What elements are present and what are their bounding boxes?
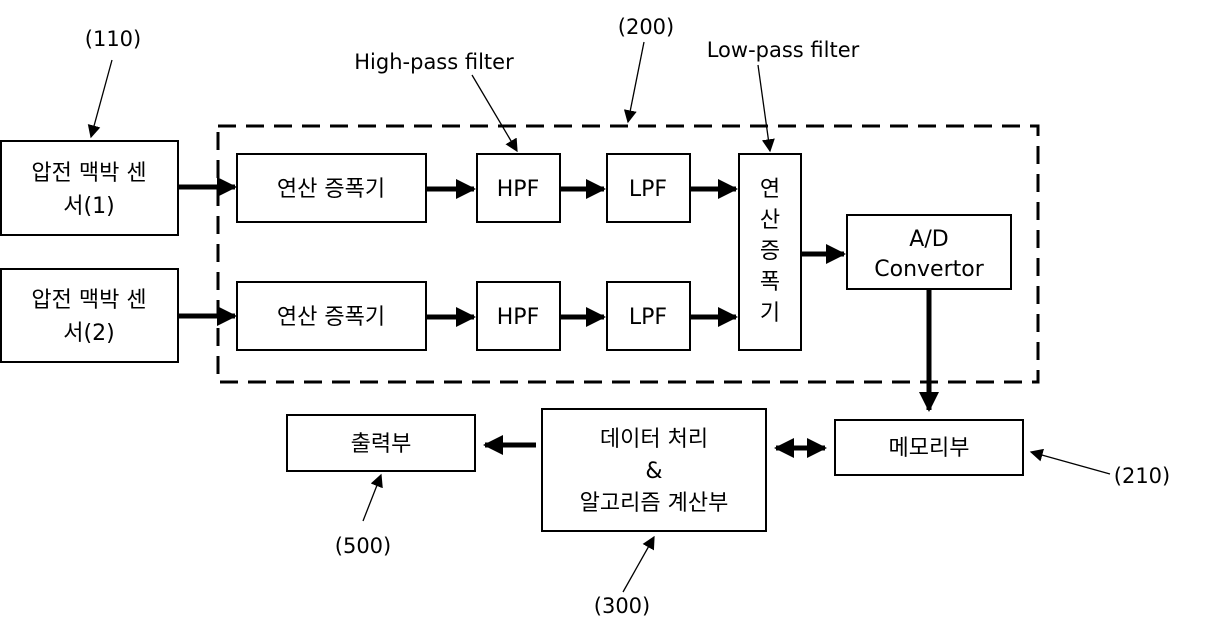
sensor-1-label-line1: 압전 맥박 센 [31,161,146,186]
output-label: 출력부 [351,432,412,457]
leader-300 [623,537,654,592]
sensor-1-label-line2: 서(1) [63,194,114,219]
op-amp-combined-char-5: 기 [760,301,780,326]
leader-low-pass [758,65,770,151]
processor-label-line1: 데이터 처리 [600,427,708,452]
ref-210-label: (210) [1114,464,1170,488]
hpf-2-label: HPF [497,305,539,330]
memory-label: 메모리부 [889,436,970,461]
ref-300-label: (300) [594,594,650,618]
ref-500-label: (500) [335,534,391,558]
ad-converter-label-line2: Convertor [874,257,984,282]
ad-converter-label-line1: A/D [909,227,948,252]
op-amp-1-label: 연산 증폭기 [277,177,385,202]
sensor-2-label-line2: 서(2) [63,321,114,346]
leader-500 [363,475,381,521]
sensor-2-label-line1: 압전 맥박 센 [31,288,146,313]
processor-label-line3: 알고리즘 계산부 [580,491,729,516]
low-pass-filter-annotation: Low-pass filter [707,38,860,62]
leader-200 [628,42,644,122]
op-amp-combined-char-4: 폭 [760,270,780,295]
leader-110 [91,60,112,137]
ref-200-label: (200) [618,15,674,39]
sensor-1-box [1,141,178,235]
lpf-1-label: LPF [629,177,667,202]
leader-high-pass [472,75,517,151]
op-amp-2-label: 연산 증폭기 [277,305,385,330]
processor-label-line2: & [645,459,662,484]
hpf-1-label: HPF [497,177,539,202]
leader-210 [1031,452,1110,474]
op-amp-combined-char-2: 산 [760,208,780,233]
lpf-2-label: LPF [629,305,667,330]
sensor-2-box [1,269,178,362]
op-amp-combined-char-1: 연 [760,177,780,202]
op-amp-combined-char-3: 증 [760,239,780,264]
high-pass-filter-annotation: High-pass filter [354,50,514,74]
ref-110-label: (110) [85,27,141,51]
